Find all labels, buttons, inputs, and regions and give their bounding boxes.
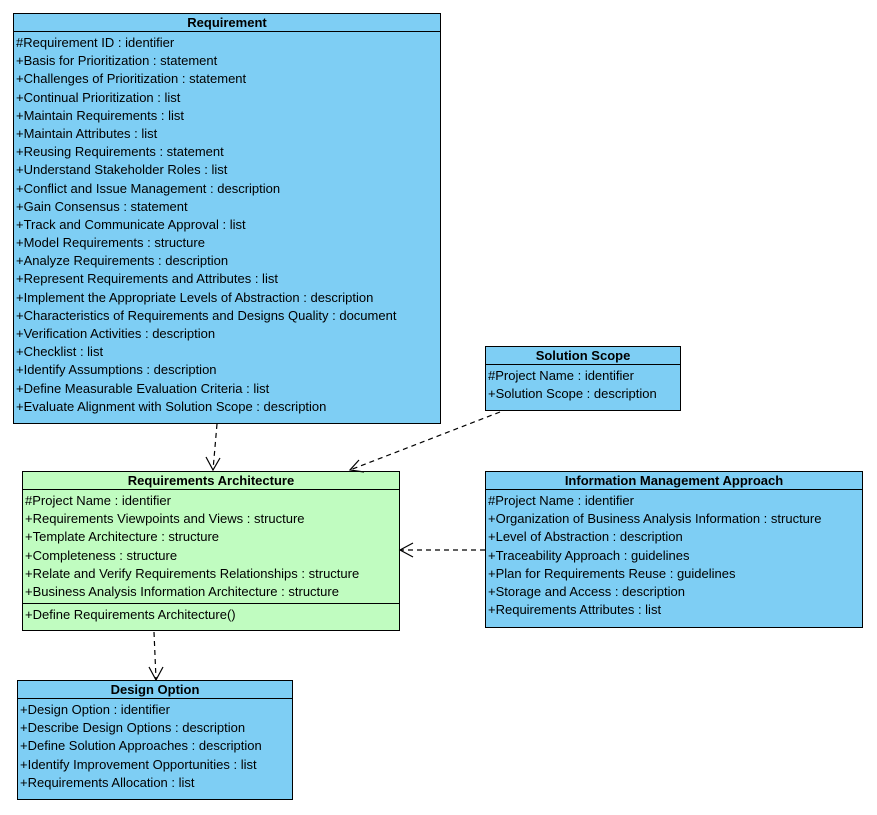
- arrowhead-open: [348, 459, 365, 473]
- attribute-list: +Design Option : identifier +Describe Des…: [18, 699, 292, 792]
- attribute-item: +Verification Activities : description: [16, 326, 216, 341]
- attribute-item: +Template Architecture : structure: [25, 529, 220, 545]
- attribute-item: +Reusing Requirements : statement: [16, 144, 224, 160]
- dependency-architecture-to-design-option[interactable]: [153, 631, 157, 680]
- class-title: Requirement: [14, 14, 440, 32]
- attribute-item: +Describe Design Options : description: [20, 720, 246, 736]
- attribute-item: +Characteristics of Requirements and Des…: [16, 307, 397, 323]
- attribute-item: +Identify Assumptions : description: [16, 362, 217, 378]
- attribute-item: +Evaluate Alignment with Solution Scope …: [16, 398, 327, 414]
- attribute-list: #Project Name : identifier +Organization …: [486, 490, 862, 619]
- attribute-item: +Level of Abstraction : description: [488, 529, 683, 545]
- attribute-item: +Business Analysis Information Architect…: [25, 583, 339, 599]
- class-solution-scope[interactable]: Solution Scope #Project Name : identifie…: [485, 346, 681, 411]
- dependency-requirement-to-architecture[interactable]: [212, 423, 218, 471]
- attribute-item: +Understand Stakeholder Roles : list: [16, 162, 228, 178]
- attribute-item: +Requirements Attributes : list: [488, 602, 662, 618]
- class-title: Requirements Architecture: [23, 472, 399, 490]
- attribute-item: +Solution Scope : description: [488, 386, 657, 402]
- attribute-item: +Completeness : structure: [25, 547, 178, 563]
- attribute-item: +Plan for Requirements Reuse : guideline…: [488, 565, 736, 581]
- attribute-list: #Project Name : identifier +Solution Scop…: [486, 365, 680, 403]
- dependency-solution-scope-to-architecture[interactable]: [349, 411, 501, 471]
- attribute-item: +Storage and Access : description: [488, 583, 685, 599]
- attribute-item: +Design Option : identifier: [20, 702, 170, 717]
- attribute-item: +Identify Improvement Opportunities : li…: [20, 756, 257, 772]
- class-design-option[interactable]: Design Option +Design Option : identifie…: [17, 680, 293, 800]
- class-title: Design Option: [18, 681, 292, 699]
- attribute-item: #Project Name : identifier: [488, 368, 634, 383]
- attribute-item: +Represent Requirements and Attributes :…: [16, 271, 278, 287]
- attribute-item: +Requirements Viewpoints and Views : str…: [25, 511, 305, 527]
- arrowhead-open: [398, 542, 414, 558]
- class-requirements-architecture[interactable]: Requirements Architecture #Project Name …: [22, 471, 400, 631]
- attribute-item: +Continual Prioritization : list: [16, 89, 181, 105]
- attribute-list: #Project Name : identifier +Requirements …: [23, 490, 399, 601]
- attribute-item: +Model Requirements : structure: [16, 235, 205, 251]
- attribute-list: #Requirement ID : identifier +Basis for P…: [14, 32, 440, 416]
- attribute-item: +Requirements Allocation : list: [20, 774, 195, 790]
- attribute-item: +Maintain Attributes : list: [16, 125, 158, 141]
- attribute-item: #Project Name : identifier: [25, 493, 171, 508]
- operation-list: +Define Requirements Architecture(): [23, 603, 399, 624]
- attribute-item: +Relate and Verify Requirements Relation…: [25, 565, 360, 581]
- arrowhead-open: [148, 666, 164, 682]
- attribute-item: +Define Solution Approaches : descriptio…: [20, 738, 262, 754]
- operation-item: +Define Requirements Architecture(): [25, 607, 236, 623]
- class-requirement[interactable]: Requirement #Requirement ID : identifier…: [13, 13, 441, 424]
- attribute-item: +Track and Communicate Approval : list: [16, 216, 246, 232]
- attribute-item: +Checklist : list: [16, 344, 104, 360]
- attribute-item: +Gain Consensus : statement: [16, 198, 188, 214]
- attribute-item: +Conflict and Issue Management : descrip…: [16, 180, 281, 196]
- attribute-item: #Project Name : identifier: [488, 493, 634, 508]
- class-title: Solution Scope: [486, 347, 680, 365]
- attribute-item: +Define Measurable Evaluation Criteria :…: [16, 380, 270, 396]
- class-title: Information Management Approach: [486, 472, 862, 490]
- attribute-item: +Analyze Requirements : description: [16, 253, 229, 269]
- class-information-management-approach[interactable]: Information Management Approach #Project…: [485, 471, 863, 628]
- arrowhead-open: [205, 456, 221, 472]
- attribute-item: +Traceability Approach : guidelines: [488, 547, 690, 563]
- attribute-item: +Basis for Prioritization : statement: [16, 53, 218, 69]
- attribute-item: +Organization of Business Analysis Infor…: [488, 511, 822, 527]
- attribute-item: +Implement the Appropriate Levels of Abs…: [16, 289, 374, 305]
- attribute-item: +Challenges of Prioritization : statemen…: [16, 71, 247, 87]
- attribute-item: +Maintain Requirements : list: [16, 107, 184, 123]
- attribute-item: #Requirement ID : identifier: [16, 35, 175, 50]
